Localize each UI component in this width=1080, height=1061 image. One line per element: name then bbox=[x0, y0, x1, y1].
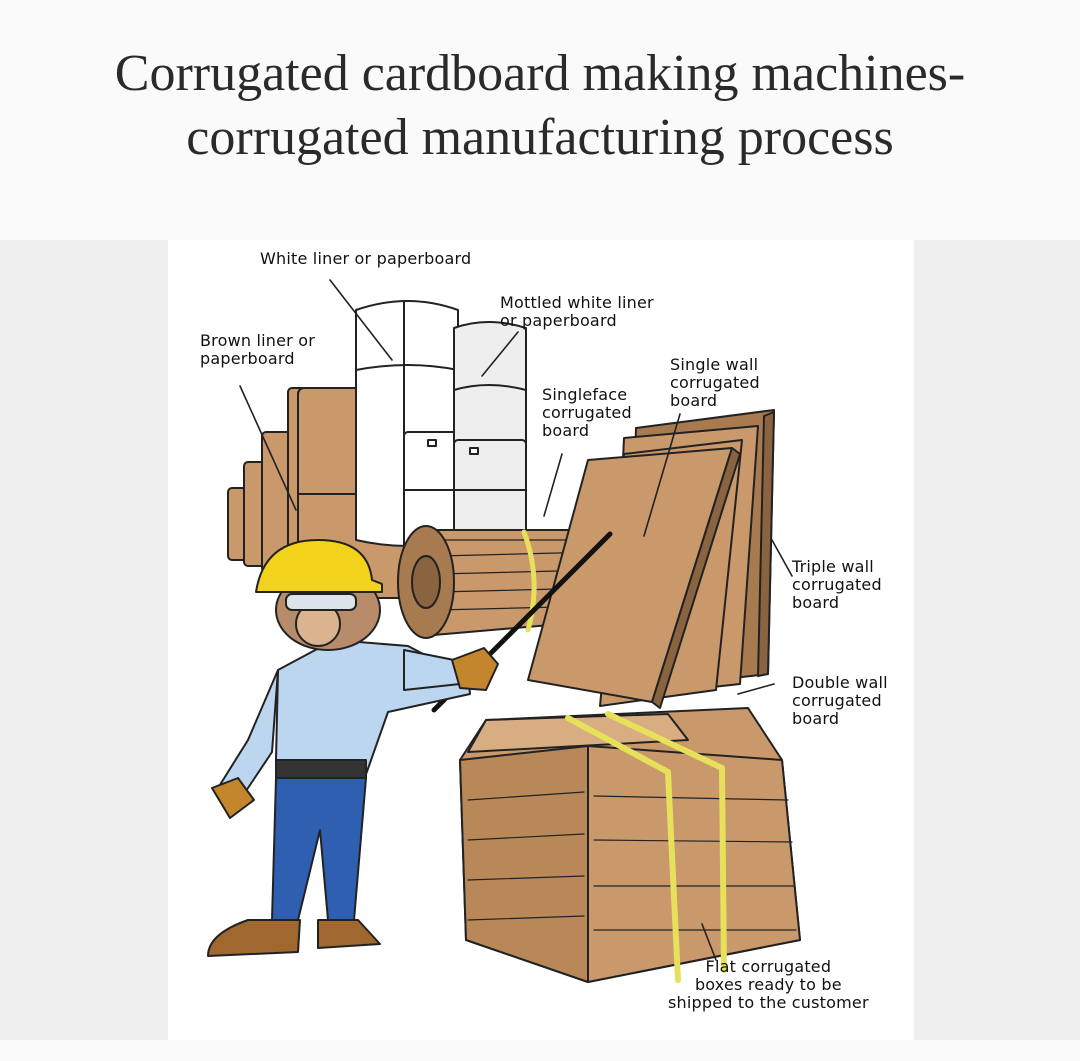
corrugated-process-illustration: White liner or paperboard Mottled white … bbox=[168, 240, 914, 1040]
label-mottled-liner: Mottled white liner or paperboard bbox=[500, 293, 654, 330]
right-margin-panel bbox=[914, 240, 1080, 1040]
illustration-drawing bbox=[207, 279, 801, 983]
label-brown-liner: Brown liner or paperboard bbox=[200, 331, 316, 368]
label-flat-boxes: Flat corrugated boxes ready to be shippe… bbox=[668, 957, 869, 1012]
worker-character bbox=[207, 539, 499, 957]
label-white-liner: White liner or paperboard bbox=[260, 249, 472, 268]
title-line-2: corrugated manufacturing process bbox=[186, 109, 894, 166]
label-single-wall: Single wall corrugated board bbox=[670, 355, 760, 410]
standing-boards bbox=[527, 409, 775, 709]
white-liner-rolls bbox=[355, 300, 461, 551]
mottled-liner-rolls bbox=[453, 321, 527, 537]
left-margin-panel bbox=[0, 240, 168, 1040]
flat-box-bundle bbox=[459, 707, 801, 983]
page-title: Corrugated cardboard making machines- co… bbox=[0, 42, 1080, 170]
leader-lines bbox=[239, 279, 793, 961]
label-double-wall: Double wall corrugated board bbox=[792, 673, 888, 728]
label-triple-wall: Triple wall corrugated board bbox=[792, 557, 882, 612]
label-singleface: Singleface corrugated board bbox=[542, 385, 632, 440]
title-line-1: Corrugated cardboard making machines- bbox=[114, 45, 966, 102]
